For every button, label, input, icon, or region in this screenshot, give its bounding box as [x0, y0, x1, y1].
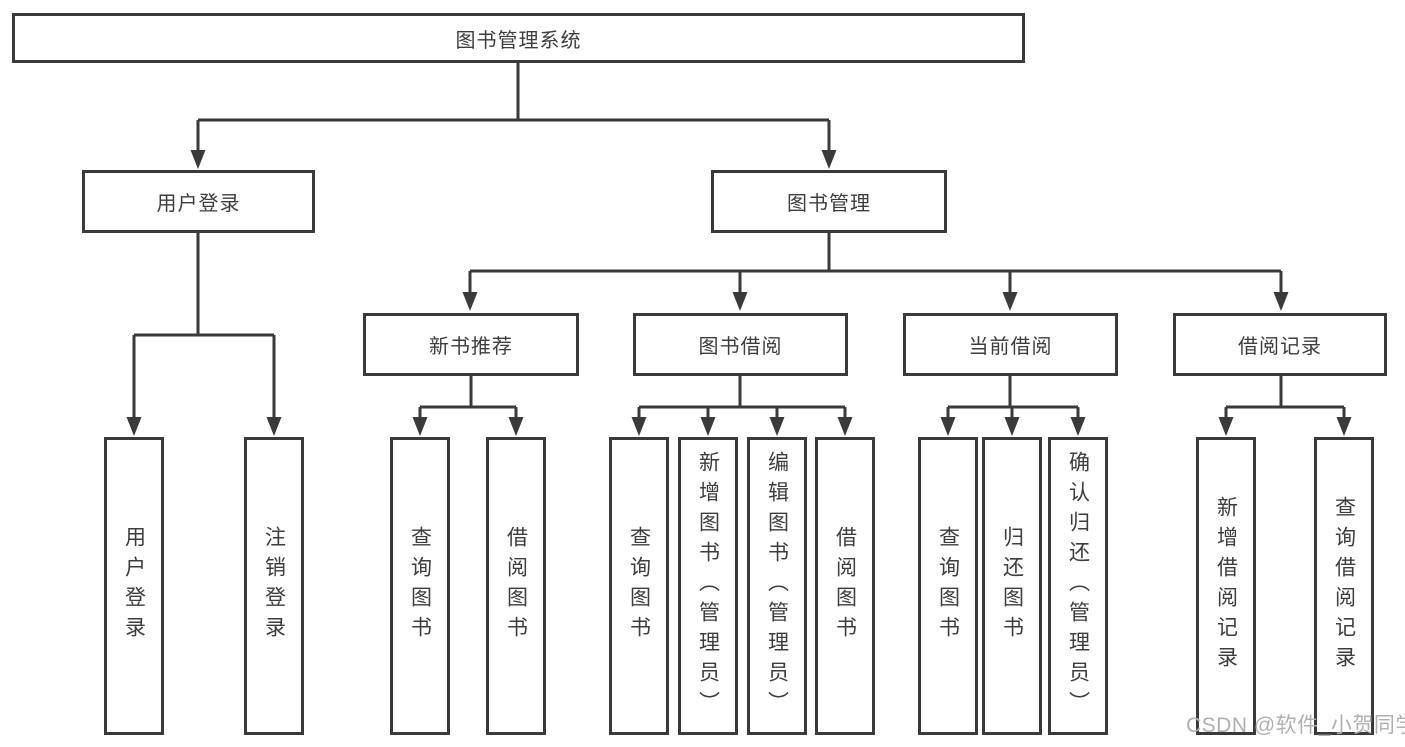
arrowhead: [1070, 417, 1086, 436]
arrowhead: [190, 150, 206, 169]
connector-new-book-branch: [412, 376, 524, 436]
leaf-edit-books-admin: 编辑图书（管理员）: [747, 437, 807, 735]
arrowhead: [1002, 292, 1018, 311]
leaf-query-books-borrow: 查询图书: [609, 437, 669, 735]
node-book-management: 图书管理: [711, 170, 947, 233]
leaf-confirm-return-admin: 确认归还（管理员）: [1048, 437, 1108, 735]
leaf-add-borrow-record: 新增借阅记录: [1196, 437, 1256, 735]
connector-current-borrow-branch: [940, 376, 1086, 436]
arrowhead: [821, 150, 837, 169]
connector-user-login-branch: [126, 233, 282, 436]
leaf-logout: 注销登录: [244, 437, 304, 735]
arrowhead: [1273, 292, 1289, 311]
node-user-login: 用户登录: [82, 170, 315, 233]
leaf-borrow-books-recommend: 借阅图书: [486, 437, 546, 735]
arrowhead: [266, 417, 282, 436]
arrowhead: [126, 417, 142, 436]
leaf-add-books-admin: 新增图书（管理员）: [678, 437, 738, 735]
csdn-watermark: CSDN @软件_小贺同学: [1186, 714, 1405, 737]
arrowhead: [1218, 417, 1234, 436]
connector-borrow-records-branch: [1218, 376, 1352, 436]
arrowhead: [631, 417, 647, 436]
node-new-book-recommend: 新书推荐: [363, 313, 579, 376]
arrowhead: [732, 292, 748, 311]
leaf-query-borrow-record: 查询借阅记录: [1314, 437, 1374, 735]
arrowhead: [1004, 417, 1020, 436]
leaf-query-books-current: 查询图书: [918, 437, 978, 735]
node-system-root: 图书管理系统: [12, 13, 1025, 63]
leaf-user-login: 用户登录: [104, 437, 164, 735]
arrowhead: [940, 417, 956, 436]
arrowhead: [837, 417, 853, 436]
leaf-return-books: 归还图书: [982, 437, 1042, 735]
connector-book-borrow-branch: [631, 376, 853, 436]
arrowhead: [412, 417, 428, 436]
arrowhead: [508, 417, 524, 436]
node-current-borrowing: 当前借阅: [903, 313, 1118, 376]
arrowhead: [1336, 417, 1352, 436]
node-book-borrowing: 图书借阅: [633, 313, 848, 376]
arrowhead: [462, 292, 478, 311]
arrowhead: [700, 417, 716, 436]
leaf-borrow-books: 借阅图书: [815, 437, 875, 735]
leaf-query-books-recommend: 查询图书: [390, 437, 450, 735]
node-borrowing-records: 借阅记录: [1173, 313, 1387, 376]
connector-root-to-level2: [190, 63, 837, 169]
connector-book-management-branch: [462, 233, 1289, 311]
arrowhead: [769, 417, 785, 436]
